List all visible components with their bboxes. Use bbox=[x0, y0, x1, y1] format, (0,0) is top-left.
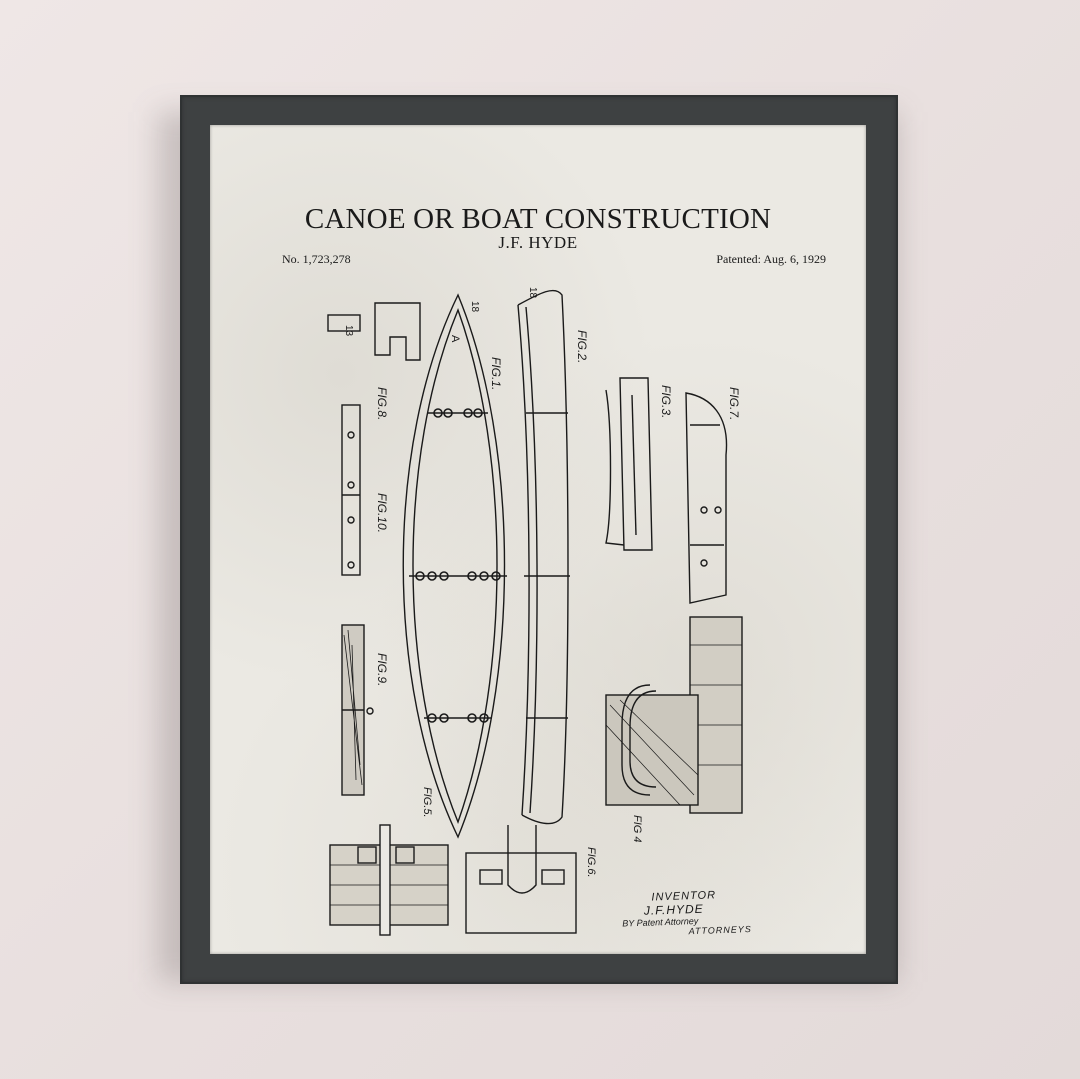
fig1-label: FIG.1. bbox=[489, 357, 503, 390]
fig3-section: FIG.3. bbox=[605, 377, 673, 551]
poster-title: CANOE OR BOAT CONSTRUCTION bbox=[304, 203, 772, 235]
fig6-label: FIG.6. bbox=[585, 847, 597, 878]
fig10-detail: FIG.10. bbox=[341, 404, 389, 576]
fig3-label: FIG.3. bbox=[659, 385, 673, 418]
patent-number: No. 1,723,278 bbox=[282, 252, 351, 266]
patent-drawing: A 18 FIG.1. 18 FIG.2. FIG.3. bbox=[327, 287, 743, 936]
svg-text:18: 18 bbox=[527, 287, 538, 299]
fig7-label: FIG.7. bbox=[727, 387, 741, 420]
canoe-side-view: 18 FIG.2. bbox=[517, 287, 589, 825]
picture-frame: CANOE OR BOAT CONSTRUCTION J.F. HYDE No.… bbox=[180, 95, 898, 984]
fig8-detail: 13 FIG.8. bbox=[327, 302, 421, 420]
svg-text:A: A bbox=[449, 335, 461, 343]
fig4-label: FIG 4 bbox=[631, 815, 643, 843]
fig7-section: FIG.7. bbox=[685, 387, 741, 604]
inventor-heading: J.F. HYDE bbox=[498, 233, 578, 252]
fig6-detail: FIG.6. bbox=[465, 825, 597, 934]
fig9-detail: FIG.9. bbox=[341, 624, 389, 796]
patent-print: CANOE OR BOAT CONSTRUCTION J.F. HYDE No.… bbox=[210, 125, 866, 954]
fig5-label: FIG.5. bbox=[421, 787, 433, 818]
fig4-section: FIG 4 bbox=[605, 616, 743, 843]
fig8-label: FIG.8. bbox=[375, 387, 389, 420]
fig9-label: FIG.9. bbox=[375, 653, 389, 686]
svg-text:18: 18 bbox=[469, 301, 480, 313]
fig5-detail: FIG.5. bbox=[329, 787, 449, 936]
fig2-label: FIG.2. bbox=[575, 330, 589, 363]
fig10-label: FIG.10. bbox=[375, 493, 389, 533]
svg-text:13: 13 bbox=[343, 325, 354, 337]
canoe-top-view: A 18 FIG.1. bbox=[402, 293, 507, 839]
signature-block: INVENTOR J.F.HYDE BY Patent Attorney ATT… bbox=[619, 887, 771, 938]
patent-date: Patented: Aug. 6, 1929 bbox=[716, 252, 826, 266]
